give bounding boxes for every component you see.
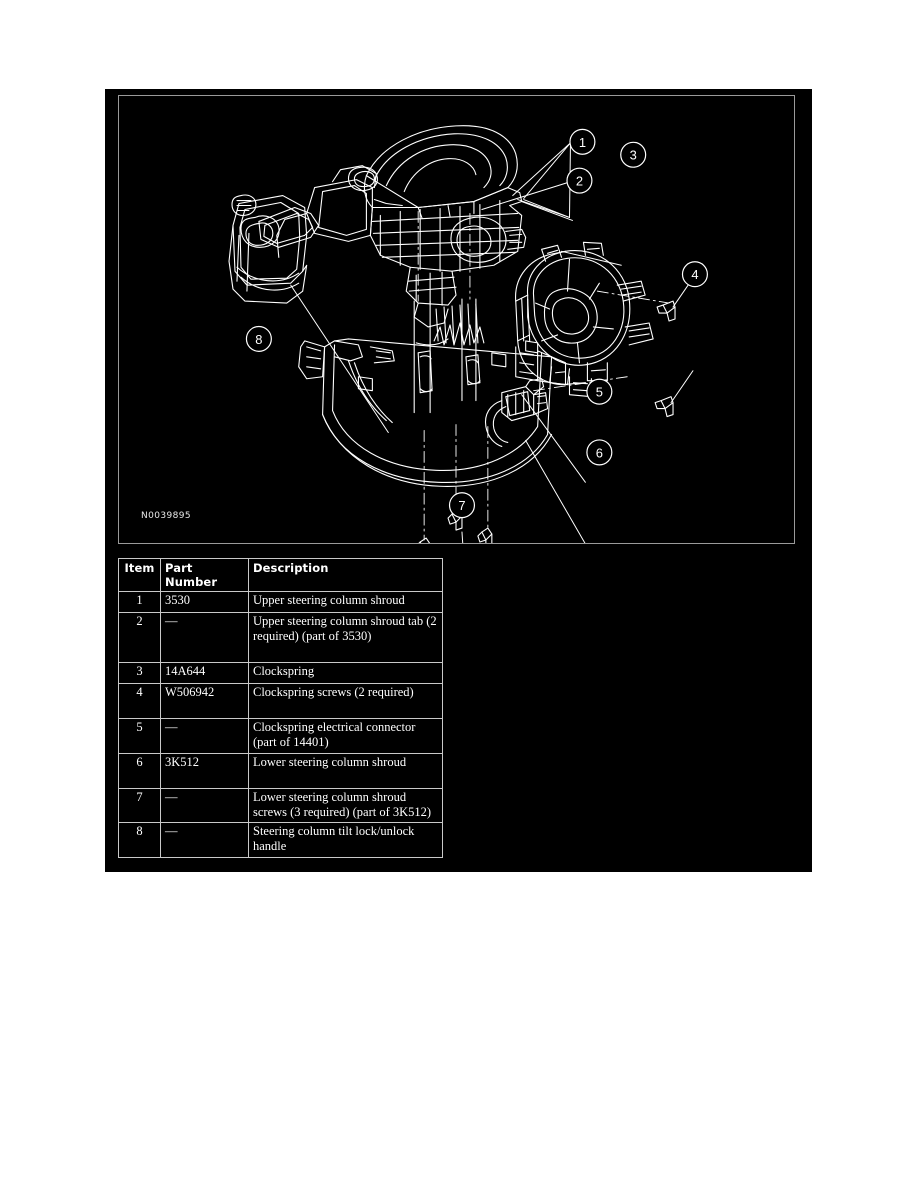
callout-1-label: 1 — [579, 135, 586, 150]
cell-part-number: — — [160, 788, 249, 823]
cell-part-number: 3K512 — [160, 753, 249, 789]
cell-part-number: — — [160, 612, 249, 663]
clockspring-screws — [654, 300, 676, 418]
table-row: 7 — Lower steering column shroud screws … — [118, 788, 443, 823]
callout-2-label: 2 — [576, 174, 583, 189]
cell-item: 7 — [118, 788, 161, 823]
cell-part-number: 14A644 — [160, 662, 249, 684]
callout-5-label: 5 — [596, 385, 603, 400]
illustration-frame: 1 2 3 4 5 — [118, 95, 795, 544]
line-art-group — [228, 125, 696, 543]
figure-code-label: N0039895 — [141, 511, 192, 521]
steering-column-exploded-diagram: 1 2 3 4 5 — [228, 125, 708, 543]
cell-description: Lower steering column shroud — [248, 753, 443, 789]
cell-item: 3 — [118, 662, 161, 684]
callout-8: 8 — [245, 325, 272, 352]
callout-5: 5 — [586, 378, 613, 405]
callout-8-label: 8 — [255, 332, 262, 347]
cell-item: 1 — [118, 591, 161, 613]
steering-column-housing — [369, 199, 527, 328]
cell-description: Steering column tilt lock/unlock handle — [248, 822, 443, 858]
table-row: 4 W506942 Clockspring screws (2 required… — [118, 683, 443, 719]
document-page-panel: 1 2 3 4 5 — [105, 89, 812, 872]
callout-3-label: 3 — [630, 148, 637, 163]
column-header-description: Description — [248, 558, 443, 592]
callout-6: 6 — [586, 439, 613, 466]
steering-shaft — [413, 298, 477, 414]
table-row: 1 3530 Upper steering column shroud — [118, 591, 443, 613]
cell-part-number: — — [160, 822, 249, 858]
clockspring-assembly — [515, 241, 654, 398]
callout-4-label: 4 — [691, 267, 698, 282]
callout-7-label: 7 — [458, 498, 465, 513]
cell-item: 5 — [118, 718, 161, 754]
steering-column-tilt-handle — [228, 194, 320, 304]
cell-description: Clockspring electrical connector (part o… — [248, 718, 443, 754]
cell-part-number: — — [160, 718, 249, 754]
cell-item: 6 — [118, 753, 161, 789]
table-row: 6 3K512 Lower steering column shroud — [118, 753, 443, 789]
table-row: 5 — Clockspring electrical connector (pa… — [118, 718, 443, 754]
table-row: 2 — Upper steering column shroud tab (2 … — [118, 612, 443, 663]
column-header-part-number: Part Number — [160, 558, 249, 592]
cell-part-number: 3530 — [160, 591, 249, 613]
column-header-item: Item — [118, 558, 161, 592]
cell-part-number: W506942 — [160, 683, 249, 719]
callout-2: 2 — [566, 167, 593, 194]
parts-table: Item Part Number Description 1 3530 Uppe… — [118, 558, 443, 858]
cell-item: 2 — [118, 612, 161, 663]
callout-bubbles: 1 2 3 4 5 — [245, 128, 708, 519]
callout-leader-lines — [290, 141, 696, 543]
table-row: 8 — Steering column tilt lock/unlock han… — [118, 822, 443, 858]
parts-table-container: Item Part Number Description 1 3530 Uppe… — [118, 558, 443, 858]
cell-description: Clockspring screws (2 required) — [248, 683, 443, 719]
cell-item: 4 — [118, 683, 161, 719]
cell-description: Upper steering column shroud — [248, 591, 443, 613]
callout-6-label: 6 — [596, 445, 603, 460]
cell-item: 8 — [118, 822, 161, 858]
callout-7: 7 — [448, 492, 476, 519]
alignment-axis-lines — [417, 211, 670, 541]
cell-description: Upper steering column shroud tab (2 requ… — [248, 612, 443, 663]
callout-1: 1 — [569, 128, 596, 155]
cell-description: Lower steering column shroud screws (3 r… — [248, 788, 443, 823]
callout-3: 3 — [620, 141, 647, 168]
cell-description: Clockspring — [248, 662, 443, 684]
table-row: 3 14A644 Clockspring — [118, 662, 443, 684]
callout-4: 4 — [681, 261, 708, 288]
table-header-row: Item Part Number Description — [118, 558, 443, 592]
